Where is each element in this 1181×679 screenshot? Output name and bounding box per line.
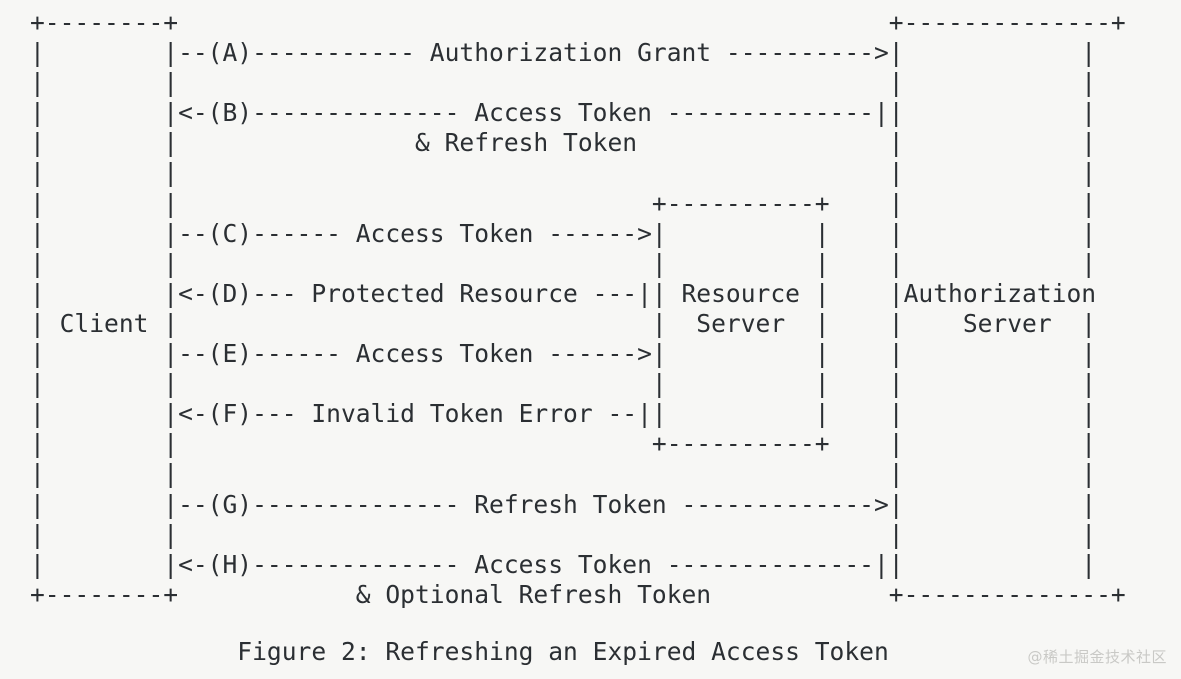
- watermark-label: @稀土掘金技术社区: [1027, 648, 1167, 666]
- ascii-art-diagram: +--------+ +--------------+ | |--(A)----…: [30, 8, 1126, 609]
- figure-caption: Figure 2: Refreshing an Expired Access T…: [30, 637, 889, 666]
